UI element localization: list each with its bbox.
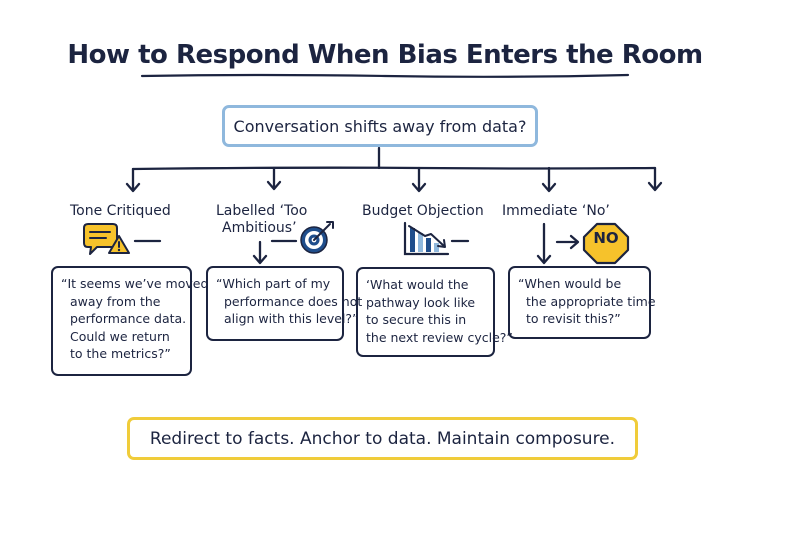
quote-line: pathway look like: [366, 294, 476, 310]
branch-arrow-5: [647, 166, 663, 192]
quote-line: performance does not: [224, 293, 363, 309]
quote-box-tone-critiqued: “It seems we’ve moved away from the perf…: [51, 266, 209, 376]
quote-line: “Which part of my: [216, 276, 331, 291]
speech-bubble-warning-icon: [83, 223, 130, 255]
branch-arrow-1: [125, 167, 141, 193]
question-text: Conversation shifts away from data?: [233, 116, 527, 136]
quote-line: performance data.: [70, 311, 187, 326]
case-label-too-ambitious: Labelled ‘Too Ambitious’: [216, 203, 307, 237]
case-label-line: Ambitious’: [222, 220, 297, 236]
down-arrow-4: [536, 222, 552, 265]
branch-arrow-3: [411, 166, 427, 193]
title-underline: [140, 73, 630, 78]
case-label-tone-critiqued: Tone Critiqued: [70, 203, 171, 220]
case-label-budget-objection: Budget Objection: [362, 203, 484, 220]
quote-line: to revisit this?”: [526, 311, 621, 326]
branch-bar: [131, 166, 657, 171]
quote-line: away from the: [70, 293, 161, 309]
case-label-immediate-no: Immediate ‘No’: [502, 203, 610, 220]
quote-line: the next review cycle?”: [366, 329, 513, 345]
case-label-line: Budget Objection: [362, 203, 484, 219]
quote-box-immediate-no: “When would be the appropriate time to r…: [508, 266, 656, 339]
stop-sign-icon: [582, 222, 630, 265]
quote-line: ‘What would the: [366, 277, 469, 292]
question-box: Conversation shifts away from data?: [222, 105, 538, 147]
stop-sign-label: NO: [593, 229, 619, 247]
case-label-line: Labelled ‘Too: [216, 203, 308, 219]
quote-line: “When would be: [518, 276, 622, 291]
right-arrow-4: [555, 234, 580, 250]
target-icon: [300, 221, 334, 254]
case-label-line: Tone Critiqued: [70, 203, 171, 219]
branch-arrow-2: [266, 166, 282, 191]
quote-line: Could we return: [70, 328, 170, 344]
summary-box: Redirect to facts. Anchor to data. Maint…: [127, 417, 638, 460]
diagram-title: How to Respond When Bias Enters the Room: [67, 40, 703, 70]
case-label-line: Immediate ‘No’: [502, 203, 610, 219]
quote-line: align with this level?”: [224, 311, 359, 326]
branch-arrow-4: [541, 166, 557, 193]
summary-text: Redirect to facts. Anchor to data. Maint…: [149, 428, 616, 449]
quote-line: “It seems we’ve moved: [61, 276, 209, 291]
quote-line: to the metrics?”: [70, 346, 171, 361]
down-arrow-2: [252, 240, 268, 265]
quote-box-budget-objection: ‘What would the pathway look like to sec…: [356, 267, 513, 357]
quote-line: the appropriate time: [526, 293, 656, 309]
declining-chart-icon: [403, 221, 450, 256]
quote-box-too-ambitious: “Which part of my performance does not a…: [206, 266, 363, 341]
quote-line: to secure this in: [366, 312, 467, 327]
